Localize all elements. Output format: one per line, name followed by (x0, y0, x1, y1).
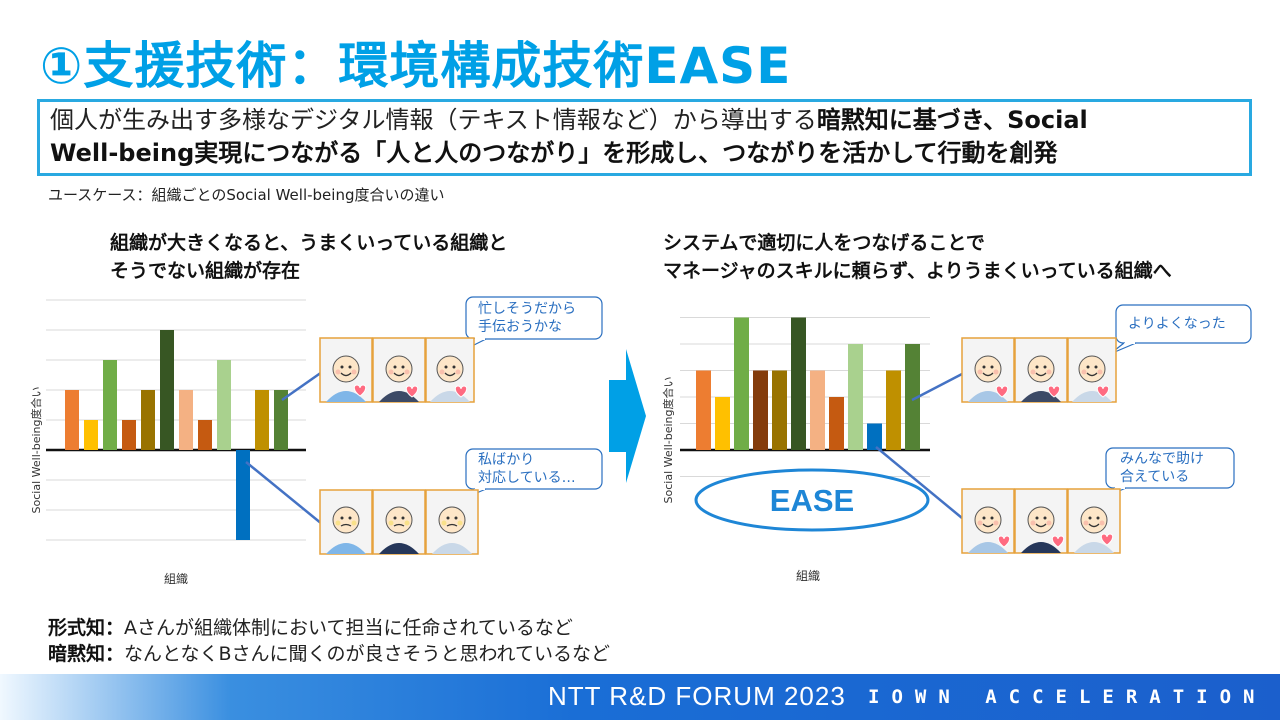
left-bottom-people (319, 489, 479, 555)
left-bottom-connector (245, 461, 323, 525)
left-bottom-bubble-text: 私ばかり 対応している… (478, 451, 576, 487)
right-heading: システムで適切に人をつなげることで マネージャのスキルに頼らず、よりうまくいって… (663, 229, 1172, 285)
footer-forum-title: NTT R&D FORUM 2023 (548, 681, 846, 711)
chart-bar (274, 390, 288, 450)
chart-bar (84, 420, 98, 450)
chart-bar (791, 317, 806, 450)
left-heading-line2: そうでない組織が存在 (110, 260, 301, 282)
chart-ylabel: Social Well-being度合い (661, 377, 675, 504)
legend-tacit-desc: なんとなくBさんに聞くのが良さそうと思われているなど (124, 643, 610, 665)
chart-bar (753, 370, 768, 450)
left-top-bubble-line2: 手伝おうかな (478, 319, 562, 335)
summary-bold-text-2: Well-being実現につながる「人と人のつながり」を形成し、つながりを活かし… (50, 139, 1058, 167)
chart-bar (886, 370, 901, 450)
left-top-connector (281, 370, 323, 402)
chart-bar (734, 317, 749, 450)
left-top-bubble-text: 忙しそうだから 手伝おうかな (478, 300, 576, 336)
left-bottom-bubble-line1: 私ばかり (478, 452, 535, 468)
left-heading: 組織が大きくなると、うまくいっている組織と そうでない組織が存在 (110, 229, 507, 285)
left-heading-line1: 組織が大きくなると、うまくいっている組織と (110, 232, 508, 254)
usecase-caption: ユースケース：組織ごとのSocial Well-being度合いの違い (48, 186, 445, 204)
right-heading-line1: システムで適切に人をつなげることで (663, 232, 985, 254)
chart-ylabel: Social Well-being度合い (29, 387, 43, 514)
chart-bar (255, 390, 269, 450)
chart-bar (236, 450, 250, 540)
chart-bar (217, 360, 231, 450)
right-heading-line2: マネージャのスキルに頼らず、よりうまくいっている組織へ (663, 260, 1172, 282)
right-top-connector (911, 372, 963, 402)
right-bottom-bubble-text: みんなで助け 合えている (1120, 450, 1204, 486)
chart-bar (848, 344, 863, 450)
right-top-bubble-text: よりよくなった (1128, 316, 1226, 332)
chart-bar (905, 344, 920, 450)
ease-label: EASE (770, 483, 854, 518)
page-title: ①支援技術：環境構成技術EASE (40, 37, 792, 95)
chart-bar (715, 397, 730, 450)
chart-bar (829, 397, 844, 450)
legend-tacit-term: 暗黙知： (48, 643, 125, 665)
footer-bar (0, 674, 1280, 720)
transition-arrow (609, 349, 646, 483)
chart-xlabel: 組織 (164, 572, 188, 586)
chart-bar (867, 423, 882, 450)
ease-ellipse (694, 468, 930, 532)
right-bottom-bubble-line2: 合えている (1120, 469, 1190, 485)
left-top-bubble-line1: 忙しそうだから (478, 301, 576, 317)
chart-bar (198, 420, 212, 450)
chart-bar (103, 360, 117, 450)
chart-bar (122, 420, 136, 450)
right-bottom-people (961, 488, 1121, 554)
chart-bar (179, 390, 193, 450)
chart-bar (160, 330, 174, 450)
footer-tagline: IOWN ACCELERATION (868, 686, 1267, 708)
right-top-people (961, 337, 1117, 403)
left-chart: 組織 Social Well-being度合い (29, 299, 306, 586)
legend-explicit-term: 形式知： (48, 617, 125, 639)
chart-bar (772, 370, 787, 450)
summary-plain-text: 個人が生み出す多様なデジタル情報（テキスト情報など）から導出する (50, 106, 817, 134)
summary-bold-text-1: 暗黙知に基づき、Social (816, 106, 1088, 134)
legend-explicit: 形式知：Aさんが組織体制において担当に任命されているなど (48, 613, 573, 640)
chart-bar (810, 370, 825, 450)
summary-box: 個人が生み出す多様なデジタル情報（テキスト情報など）から導出する暗黙知に基づき、… (37, 99, 1252, 176)
chart-bar (65, 390, 79, 450)
chart-xlabel: 組織 (796, 569, 820, 583)
right-chart: 組織 Social Well-being度合い (661, 317, 930, 583)
right-bottom-bubble-line1: みんなで助け (1120, 451, 1204, 467)
left-bottom-bubble-line2: 対応している… (478, 470, 576, 486)
left-top-people (319, 337, 475, 403)
legend-tacit: 暗黙知：なんとなくBさんに聞くのが良さそうと思われているなど (48, 639, 610, 666)
chart-bar (141, 390, 155, 450)
chart-bar (696, 370, 711, 450)
right-bottom-connector (875, 446, 963, 519)
legend-explicit-desc: Aさんが組織体制において担当に任命されているなど (124, 617, 573, 639)
